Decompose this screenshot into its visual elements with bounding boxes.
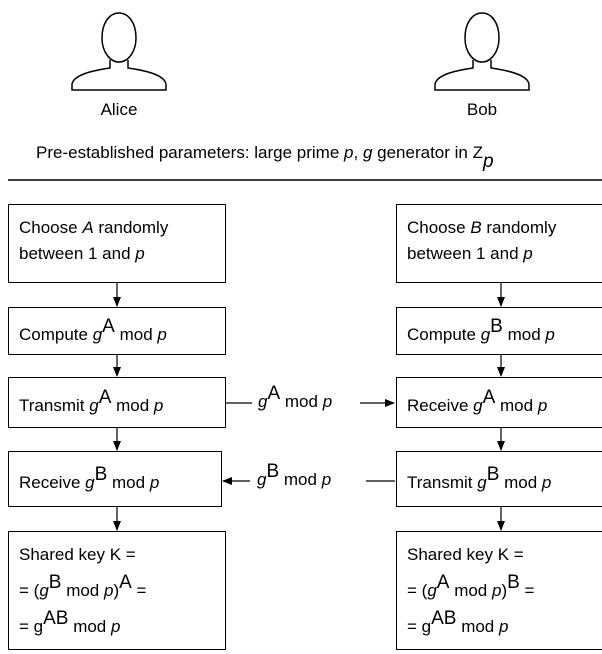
alice-receive-box: Receive gB mod p (8, 451, 222, 507)
bob-transmit-box: Transmit gB mod p (396, 451, 602, 507)
bob-person-icon (434, 12, 530, 91)
bob-choose-box: Choose B randomly between 1 and p (396, 204, 602, 283)
message-to-bob-label: gA mod p (255, 384, 336, 412)
bob-receive-box: Receive gA mod p (396, 377, 602, 428)
bob-name: Bob (466, 100, 498, 119)
alice-name: Alice (100, 100, 138, 119)
alice-person-icon (71, 12, 167, 91)
parameters-text: Pre-established parameters: large prime … (36, 143, 494, 172)
bob-compute-box: Compute gB mod p (396, 307, 602, 355)
alice-choose-box: Choose A randomly between 1 and p (8, 204, 226, 283)
alice-compute-box: Compute gA mod p (8, 307, 226, 355)
alice-transmit-box: Transmit gA mod p (8, 377, 226, 428)
alice-shared-key-box: Shared key K = = (gB mod p)A = = gAB mod… (8, 531, 226, 650)
bob-shared-key-box: Shared key K = = (gA mod p)B = = gAB mod… (396, 531, 602, 650)
message-to-alice-label: gB mod p (254, 462, 335, 490)
